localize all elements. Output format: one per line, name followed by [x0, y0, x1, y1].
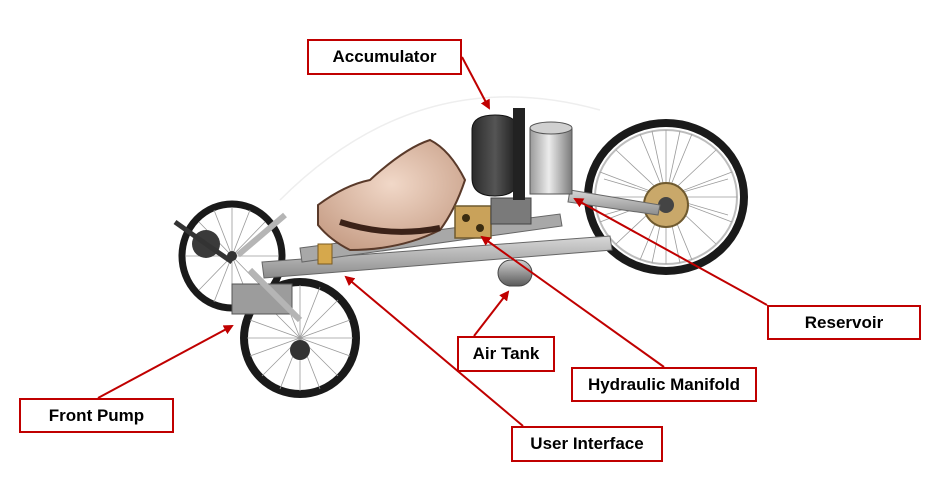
hydraulic-manifold-arrow	[480, 235, 665, 368]
reservoir-label: Reservoir	[767, 305, 921, 340]
callout-arrows	[97, 56, 768, 427]
reservoir	[529, 121, 573, 195]
air-tank	[497, 259, 533, 287]
background-arc	[279, 96, 601, 201]
front-right-wheel	[240, 278, 360, 398]
crank-assembly	[173, 219, 234, 265]
accumulator-arrow	[461, 56, 490, 110]
air-tank-arrow	[473, 290, 510, 337]
front-pump-label: Front Pump	[19, 398, 174, 433]
front-pump-arrow	[97, 325, 234, 399]
hydraulic-manifold-label: Hydraulic Manifold	[571, 367, 757, 402]
seat	[317, 138, 467, 252]
hydraulic-manifold	[454, 197, 532, 239]
air-tank-label: Air Tank	[457, 336, 555, 372]
user-interface-arrow	[344, 275, 524, 427]
user-interface-label: User Interface	[511, 426, 663, 462]
reservoir-arrow	[573, 198, 768, 306]
accumulator	[471, 108, 525, 200]
accumulator-label: Accumulator	[307, 39, 462, 75]
